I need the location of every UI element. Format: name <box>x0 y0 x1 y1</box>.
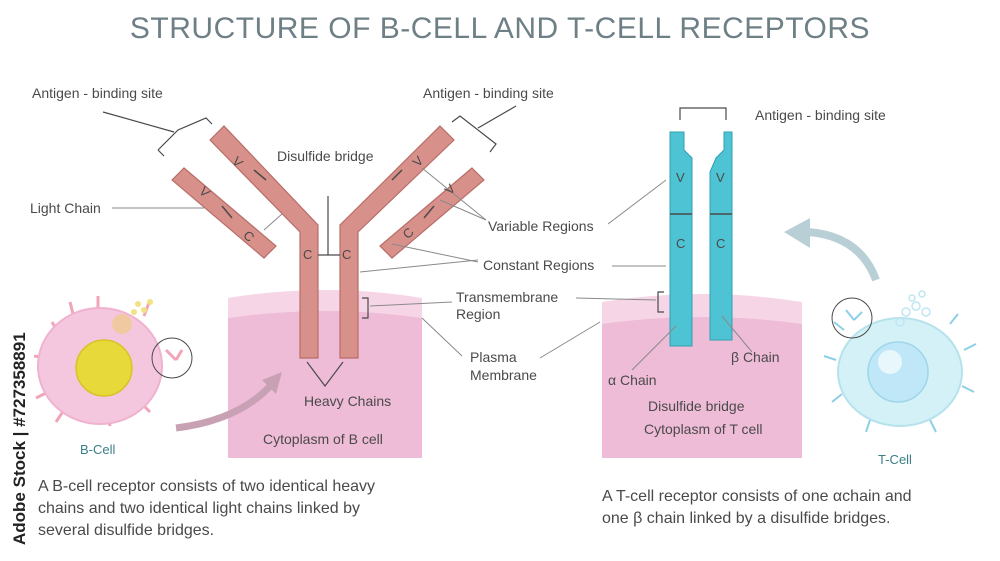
label-transmembrane: Transmembrane <box>456 289 559 305</box>
bcell-arrow-head <box>262 372 282 394</box>
label-cytoplasm-tcell: Cytoplasm of T cell <box>644 421 763 437</box>
tcr-v-alpha: V <box>676 170 685 185</box>
watermark: Adobe Stock | #727358891 <box>10 332 29 545</box>
transmembrane-bracket <box>362 297 369 319</box>
label-beta-chain: β Chain <box>731 349 780 365</box>
tcr-beta-chain <box>709 131 733 341</box>
bcell-leader-lines <box>112 167 487 357</box>
label-disulfide-bridge-tcell: Disulfide bridge <box>648 398 745 414</box>
caption-bcell: A B-cell receptor consists of two identi… <box>38 476 478 542</box>
label-disulfide-bridge-bcell: Disulfide bridge <box>277 148 374 164</box>
label-light-chain: Light Chain <box>30 200 101 216</box>
antibody <box>171 125 485 359</box>
heavy-chains-pointer <box>306 361 344 387</box>
label-cytoplasm-bcell: Cytoplasm of B cell <box>263 431 383 447</box>
light-chain-right <box>379 167 485 259</box>
label-variable-regions: Variable Regions <box>488 218 594 234</box>
heavy-chain-right <box>339 125 455 359</box>
disulfide-bridge-bcell <box>318 196 340 256</box>
tcr-c-alpha: C <box>676 236 685 251</box>
bcell-membrane-block <box>228 290 422 458</box>
tcr-transmembrane-bracket <box>657 291 664 313</box>
tcr-v-beta: V <box>716 170 725 185</box>
caption-bcell-line-1: A B-cell receptor consists of two identi… <box>38 478 376 495</box>
label-heavy-chains: Heavy Chains <box>304 393 392 409</box>
caption-bcell-line-2: chains and two identical light chains li… <box>38 500 360 517</box>
tcell <box>823 290 977 433</box>
bcell-c-heavy-left: C <box>303 247 312 262</box>
label-alpha-chain: α Chain <box>608 372 657 388</box>
antigen-bracket-left <box>102 111 213 157</box>
light-chain-left <box>171 167 277 259</box>
tcell-arrow <box>807 228 880 282</box>
label-plasma-membrane: Membrane <box>470 367 537 383</box>
label-bcell: B-Cell <box>80 442 116 457</box>
caption-tcell-line-2: one β chain linked by a disulfide bridge… <box>602 510 891 527</box>
tcr-alpha-chain <box>669 131 693 347</box>
label-constant-regions: Constant Regions <box>483 257 595 273</box>
tcell-membrane-block <box>602 294 802 458</box>
heavy-chain-left <box>209 125 319 359</box>
label-antigen-binding-site-tcell: Antigen - binding site <box>755 107 886 123</box>
antigen-bracket-right <box>451 105 517 153</box>
bcell <box>33 296 193 427</box>
label-antigen-binding-site-left: Antigen - binding site <box>32 85 163 101</box>
label-antigen-binding-site-right: Antigen - binding site <box>423 85 554 101</box>
tcell-arrow-head <box>784 218 810 248</box>
bcell-c-heavy-right: C <box>342 247 351 262</box>
caption-bcell-line-3: several disulfide bridges. <box>38 522 215 539</box>
antibody-region-dividers <box>221 169 435 219</box>
label-tcell: T-Cell <box>878 452 912 467</box>
tcell-leader-lines <box>539 179 753 371</box>
caption-tcell-line-1: A T-cell receptor consists of one αchain… <box>602 488 912 505</box>
page-title: STRUCTURE OF B-CELL AND T-CELL RECEPTORS <box>129 12 871 45</box>
tcr <box>669 131 733 347</box>
antigen-bracket-tcell <box>679 107 727 120</box>
label-plasma: Plasma <box>470 349 517 365</box>
caption-tcell: A T-cell receptor consists of one αchain… <box>602 486 982 530</box>
tcr-c-beta: C <box>716 236 725 251</box>
label-transmembrane-region: Region <box>456 306 501 322</box>
bcell-arrow <box>175 381 275 432</box>
